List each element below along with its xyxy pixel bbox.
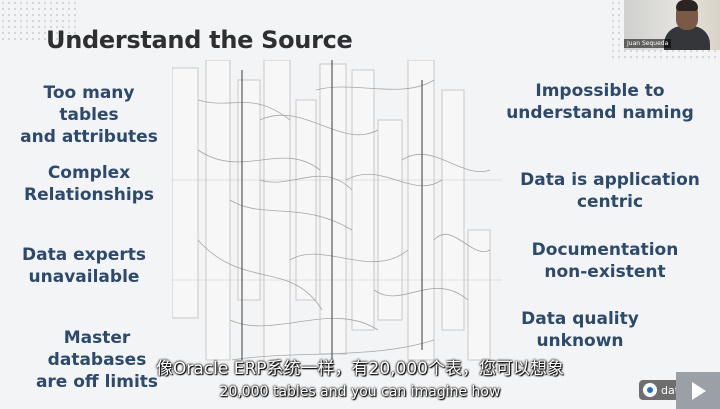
presenter-video: Juan Sequeda bbox=[624, 0, 720, 50]
presenter-figure bbox=[664, 26, 710, 50]
er-diagram-image bbox=[172, 60, 502, 371]
slide-title: Understand the Source bbox=[46, 26, 353, 54]
presenter-hair bbox=[676, 0, 698, 11]
dot-pattern bbox=[0, 0, 80, 40]
subtitle-english: 20,000 tables and you can imagine how bbox=[219, 384, 501, 400]
presenter-name: Juan Sequeda bbox=[624, 39, 672, 48]
play-icon[interactable] bbox=[676, 372, 720, 409]
data-world-logo-icon bbox=[643, 383, 657, 397]
subtitle-chinese: 像Oracle ERP系统一样，有20,000个表，您可以想象 bbox=[155, 359, 564, 379]
